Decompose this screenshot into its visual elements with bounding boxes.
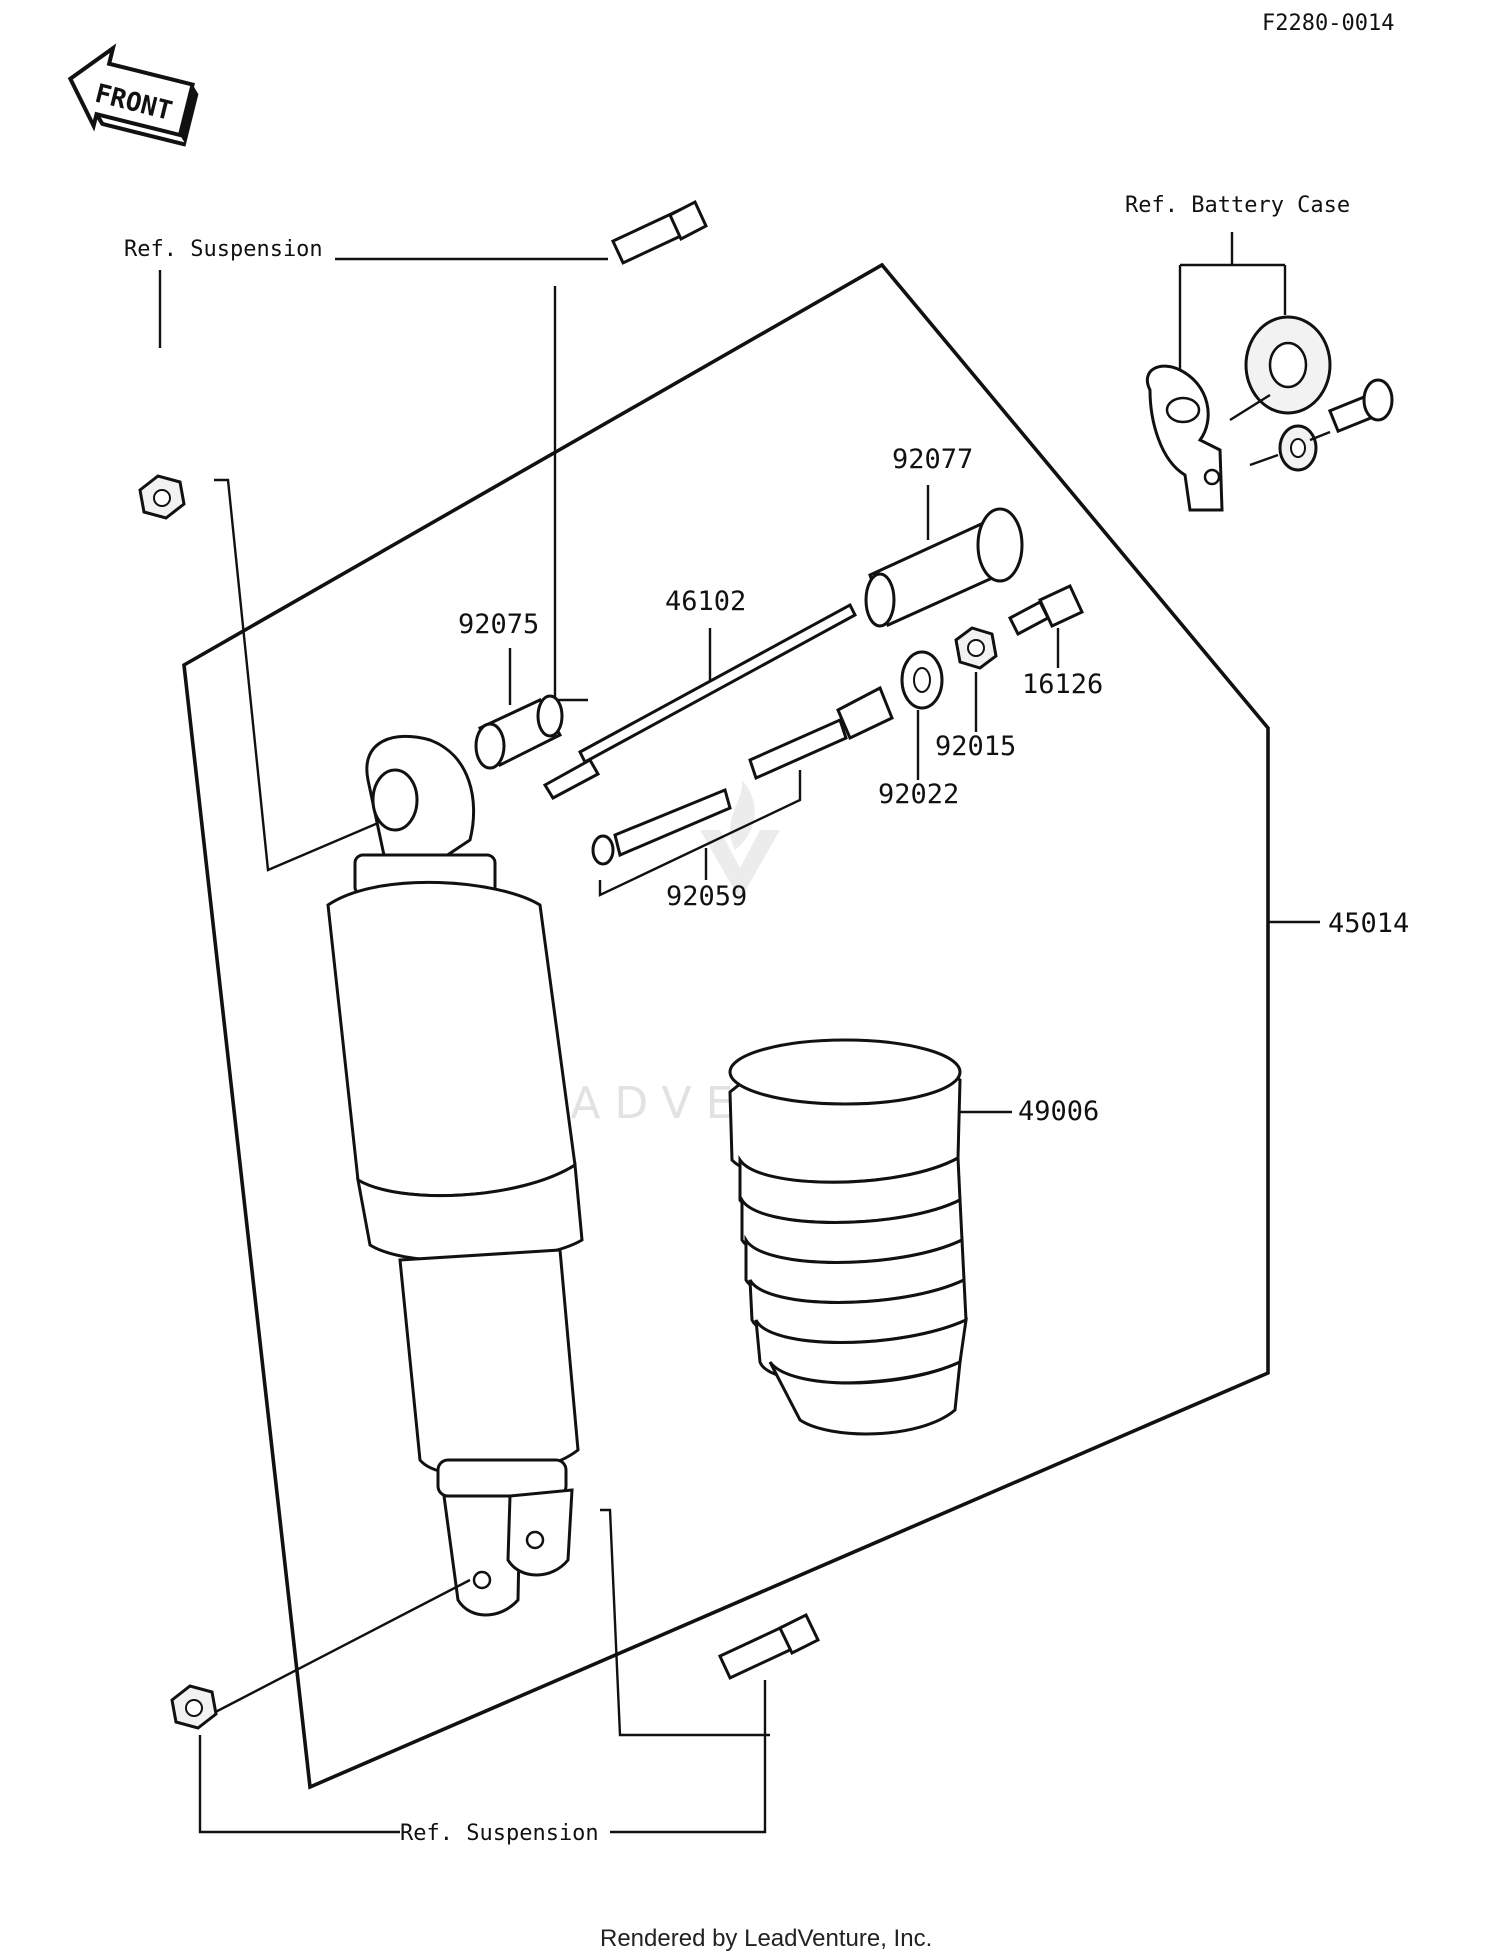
part-16126 (1008, 584, 1084, 637)
part-92015 (954, 626, 998, 670)
part-label-92075: 92075 (458, 609, 539, 640)
part-label-46102: 46102 (665, 586, 746, 617)
battery-case-parts (1145, 315, 1394, 512)
part-label-16126: 16126 (1022, 669, 1103, 700)
part-92077 (864, 507, 1024, 628)
top-nut (138, 474, 186, 520)
top-bolt (610, 199, 708, 265)
part-49006 (728, 1038, 968, 1436)
part-92075 (474, 694, 564, 770)
bottom-nut (170, 1684, 218, 1730)
part-92059 (591, 685, 894, 897)
shock-absorber (326, 734, 584, 1617)
leader-battery-case (1178, 232, 1287, 380)
ref-battery-case: Ref. Battery Case (1125, 193, 1350, 218)
part-label-92059: 92059 (666, 881, 747, 912)
part-46102 (542, 602, 857, 800)
front-arrow-icon: FRONT (67, 43, 199, 147)
part-label-49006: 49006 (1018, 1096, 1099, 1127)
part-label-92077: 92077 (892, 444, 973, 475)
leader-ref-suspension-bottom (198, 1508, 770, 1834)
assembly-outline (182, 262, 1270, 1790)
part-92022 (900, 650, 944, 710)
leader-ref-suspension-top (158, 257, 608, 872)
part-label-92022: 92022 (878, 779, 959, 810)
diagram-code: F2280-0014 (1262, 11, 1394, 36)
bottom-bolt (717, 1612, 820, 1680)
part-label-45014: 45014 (1328, 908, 1409, 939)
footer-credit: Rendered by LeadVenture, Inc. (600, 1925, 932, 1952)
ref-suspension-bottom: Ref. Suspension (400, 1821, 599, 1846)
part-label-92015: 92015 (935, 731, 1016, 762)
ref-suspension-top: Ref. Suspension (124, 237, 323, 262)
